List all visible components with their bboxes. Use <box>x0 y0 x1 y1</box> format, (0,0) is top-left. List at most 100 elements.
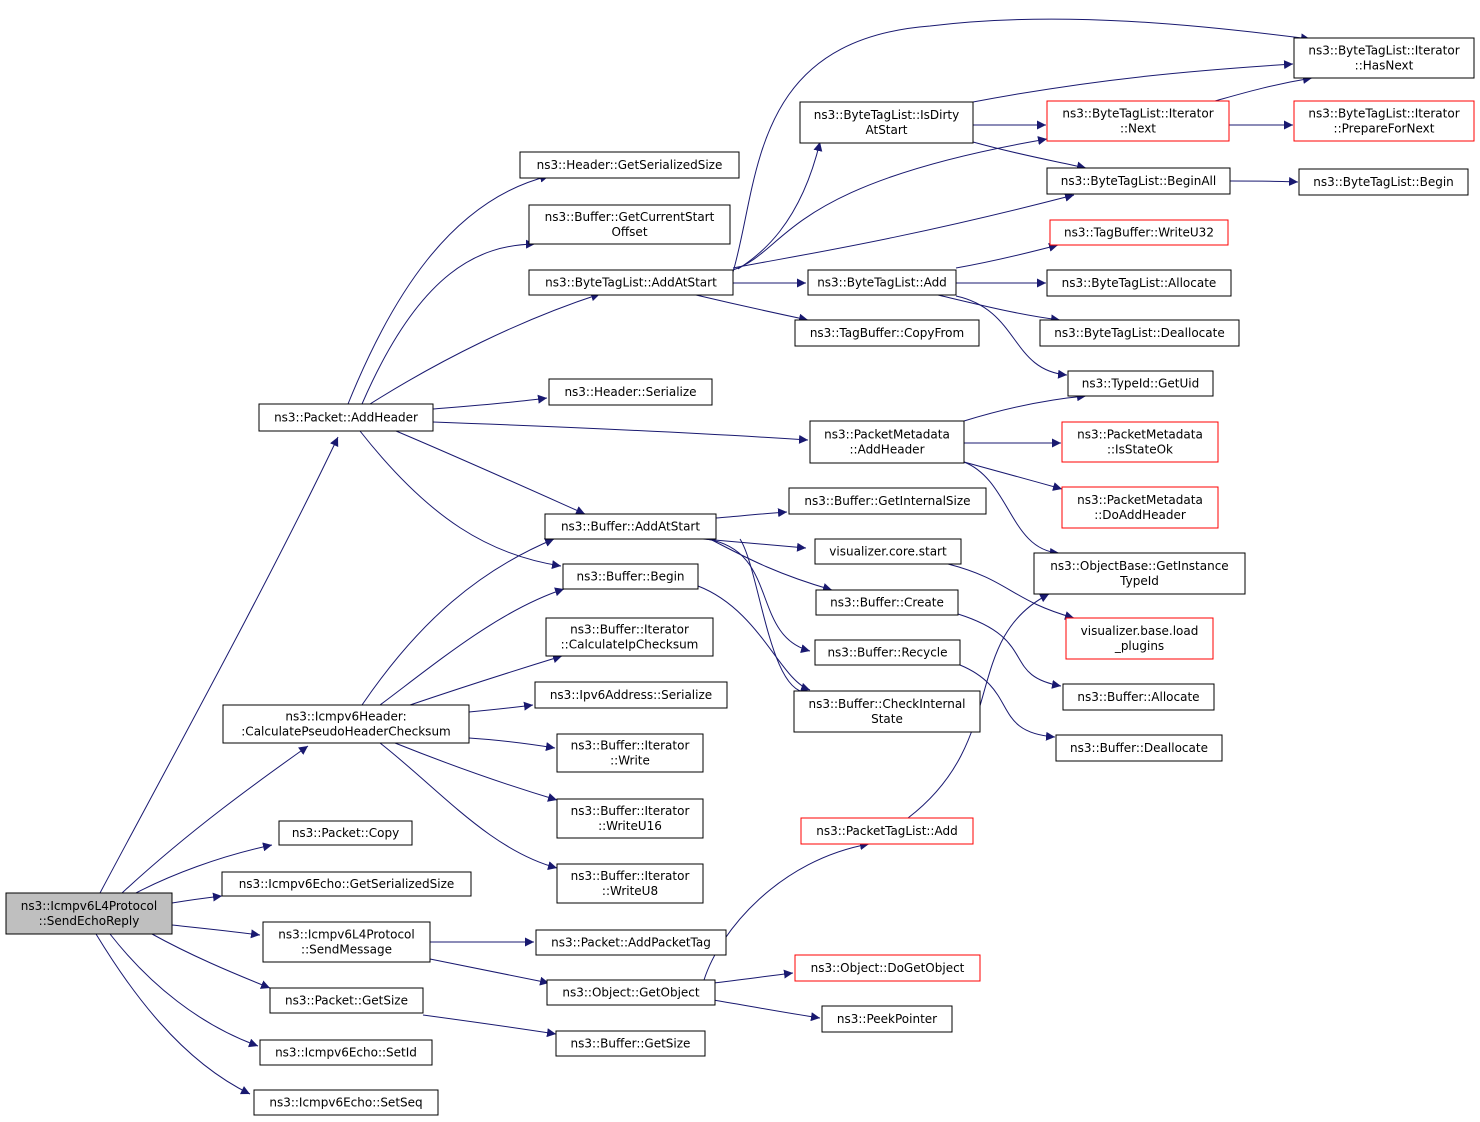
node-box <box>556 798 704 839</box>
node-label: Offset <box>611 225 647 239</box>
node-box <box>548 378 713 406</box>
node-peekpointer[interactable]: ns3::PeekPointer <box>821 1005 953 1033</box>
node-echo-serialized-size[interactable]: ns3::Icmpv6Echo::GetSerializedSize <box>221 871 472 897</box>
node-object-dogetobject[interactable]: ns3::Object::DoGetObject <box>794 954 981 982</box>
node-object-getobject[interactable]: ns3::Object::GetObject <box>546 979 716 1006</box>
node-iter-write[interactable]: ns3::Buffer::Iterator::Write <box>556 733 704 773</box>
call-edges <box>95 18 1313 1095</box>
node-box <box>534 681 728 709</box>
node-header-getserializedsize[interactable]: ns3::Header::GetSerializedSize <box>519 151 740 179</box>
node-iter-next[interactable]: ns3::ByteTagList::Iterator::Next <box>1046 100 1230 142</box>
node-buffer-allocate[interactable]: ns3::Buffer::Allocate <box>1062 683 1215 711</box>
node-label: ns3::Packet::AddPacketTag <box>551 936 711 950</box>
node-buffer-addatstart[interactable]: ns3::Buffer::AddAtStart <box>544 513 717 540</box>
call-edge <box>715 508 788 519</box>
node-buffer-begin[interactable]: ns3::Buffer::Begin <box>562 563 699 590</box>
node-box <box>815 589 959 616</box>
node-buffer-recycle[interactable]: ns3::Buffer::Recycle <box>814 639 961 666</box>
node-pktmeta-isstateok[interactable]: ns3::PacketMetadata::IsStateOk <box>1061 421 1219 463</box>
node-box <box>278 820 413 846</box>
node-pktmeta-doaddheader[interactable]: ns3::PacketMetadata::DoAddHeader <box>1061 486 1219 529</box>
node-buffer-getsize[interactable]: ns3::Buffer::GetSize <box>555 1030 706 1057</box>
call-edge <box>429 958 550 986</box>
node-bytetaglist-beginall[interactable]: ns3::ByteTagList::BeginAll <box>1046 167 1231 195</box>
node-tagbuffer-writeu32[interactable]: ns3::TagBuffer::WriteU32 <box>1049 219 1229 246</box>
node-tagbuffer-copyfrom[interactable]: ns3::TagBuffer::CopyFrom <box>794 319 980 347</box>
node-root[interactable]: ns3::Icmpv6L4Protocol::SendEchoReply <box>5 892 173 935</box>
node-bytetaglist-deallocate[interactable]: ns3::ByteTagList::Deallocate <box>1039 319 1240 347</box>
node-sendmessage[interactable]: ns3::Icmpv6L4Protocol::SendMessage <box>262 921 431 963</box>
node-iter-writeu8[interactable]: ns3::Buffer::Iterator::WriteU8 <box>556 863 704 904</box>
call-edge <box>737 141 823 270</box>
node-box <box>562 563 699 590</box>
node-box <box>258 403 434 432</box>
node-iter-calcipchecksum[interactable]: ns3::Buffer::Iterator::CalculateIpChecks… <box>545 617 714 657</box>
node-packet-addheader[interactable]: ns3::Packet::AddHeader <box>258 403 434 432</box>
call-edge <box>697 585 811 692</box>
node-iter-hasnext[interactable]: ns3::ByteTagList::Iterator::HasNext <box>1293 37 1475 79</box>
call-edge <box>99 436 339 894</box>
call-edge <box>712 999 821 1022</box>
node-box <box>528 269 734 296</box>
node-pkttaglist-add[interactable]: ns3::PacketTagList::Add <box>800 817 974 845</box>
call-edge <box>95 933 251 1095</box>
node-label: ns3::Buffer::AddAtStart <box>561 520 700 534</box>
node-ipv6-serialize[interactable]: ns3::Ipv6Address::Serialize <box>534 681 728 709</box>
node-packet-addpackettag[interactable]: ns3::Packet::AddPacketTag <box>535 929 727 956</box>
node-label: ns3::PacketMetadata <box>824 428 950 442</box>
node-pktmeta-addheader[interactable]: ns3::PacketMetadata::AddHeader <box>809 420 965 464</box>
node-iter-preparefornext[interactable]: ns3::ByteTagList::Iterator::PrepareForNe… <box>1293 100 1475 142</box>
call-edge <box>151 933 271 989</box>
call-edge <box>121 745 309 894</box>
call-edge <box>703 841 870 981</box>
node-echo-setid[interactable]: ns3::Icmpv6Echo::SetId <box>259 1039 433 1066</box>
node-box <box>1046 269 1232 297</box>
node-bytetaglist-add[interactable]: ns3::ByteTagList::Add <box>807 269 957 296</box>
node-label: ns3::Object::DoGetObject <box>811 961 965 975</box>
call-edge <box>347 173 550 405</box>
call-edge <box>432 394 548 410</box>
node-box <box>1061 486 1219 529</box>
node-vis-core-start[interactable]: visualizer.core.start <box>814 538 962 565</box>
node-calc-pseudo[interactable]: ns3::Icmpv6Header::CalculatePseudoHeader… <box>222 704 470 744</box>
node-label: ns3::ObjectBase::GetInstance <box>1050 559 1228 573</box>
node-box <box>259 1039 433 1066</box>
node-box <box>253 1089 439 1116</box>
node-typeid-getuid[interactable]: ns3::TypeId::GetUid <box>1067 370 1214 397</box>
call-edge <box>963 392 1087 422</box>
node-packet-copy[interactable]: ns3::Packet::Copy <box>278 820 413 846</box>
node-box <box>793 690 981 733</box>
node-label: :CalculatePseudoHeaderChecksum <box>241 725 450 739</box>
call-edge <box>109 933 259 1048</box>
node-box <box>1067 370 1214 397</box>
node-label: ns3::Buffer::GetCurrentStart <box>545 210 715 224</box>
node-vis-base-load-plugins[interactable]: visualizer.base.load_plugins <box>1065 617 1214 660</box>
node-box <box>1298 168 1469 196</box>
node-label: ::WriteU8 <box>602 884 658 898</box>
node-box <box>807 269 957 296</box>
node-bytetaglist-allocate[interactable]: ns3::ByteTagList::Allocate <box>1046 269 1232 297</box>
node-label: ::Next <box>1120 122 1156 136</box>
node-buffer-create[interactable]: ns3::Buffer::Create <box>815 589 959 616</box>
node-iter-writeu16[interactable]: ns3::Buffer::Iterator::WriteU16 <box>556 798 704 839</box>
call-edge <box>972 60 1294 103</box>
node-label: ns3::Ipv6Address::Serialize <box>550 688 712 702</box>
node-buffer-getinternalsize[interactable]: ns3::Buffer::GetInternalSize <box>788 487 987 515</box>
node-header-serialize[interactable]: ns3::Header::Serialize <box>548 378 713 406</box>
node-box <box>556 863 704 904</box>
node-label: ns3::PacketMetadata <box>1077 493 1203 507</box>
node-label: ns3::PacketTagList::Add <box>816 824 957 838</box>
node-bytetaglist-begin[interactable]: ns3::ByteTagList::Begin <box>1298 168 1469 196</box>
node-label: ns3::Buffer::Create <box>830 596 944 610</box>
node-label: visualizer.base.load <box>1081 624 1199 638</box>
node-echo-setseq[interactable]: ns3::Icmpv6Echo::SetSeq <box>253 1089 439 1116</box>
node-box <box>222 704 470 744</box>
node-box <box>1039 319 1240 347</box>
node-packet-getsize[interactable]: ns3::Packet::GetSize <box>269 987 424 1014</box>
node-bytetaglist-addatstart[interactable]: ns3::ByteTagList::AddAtStart <box>528 269 734 296</box>
node-buffer-deallocate[interactable]: ns3::Buffer::Deallocate <box>1055 734 1223 762</box>
